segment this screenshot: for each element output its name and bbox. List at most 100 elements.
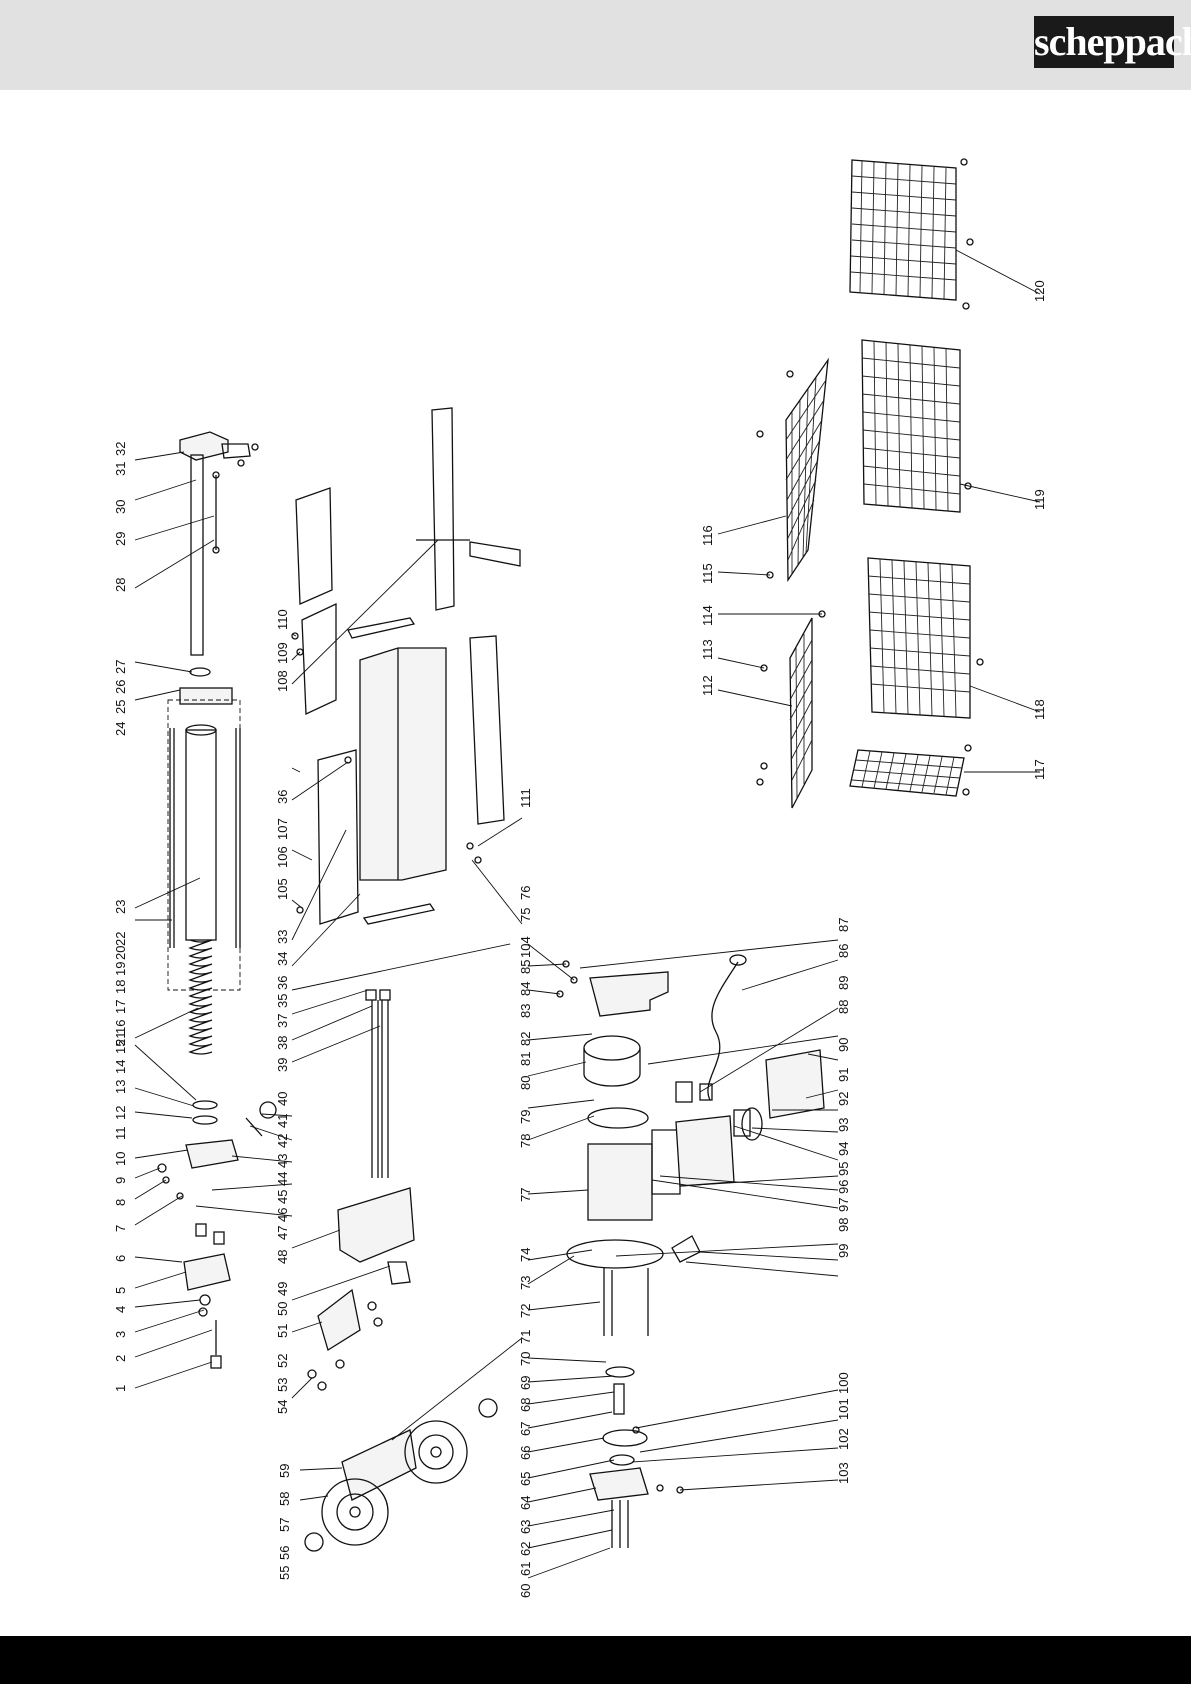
label-70: 70: [518, 1352, 533, 1366]
label-104: 104: [518, 936, 533, 958]
label-61: 61: [518, 1562, 533, 1576]
page-footer: [0, 1636, 1191, 1684]
label-54: 54: [275, 1400, 290, 1414]
guard-grids: [756, 158, 984, 809]
label-34: 34: [275, 952, 290, 966]
label-62: 62: [518, 1542, 533, 1556]
label-35: 35: [275, 994, 290, 1008]
label-36: 36: [275, 790, 290, 804]
label-115: 115: [700, 563, 715, 584]
label-32: 32: [113, 442, 128, 456]
label-78: 78: [518, 1134, 533, 1148]
leader-lines: [134, 249, 1041, 1579]
label-51: 51: [275, 1324, 290, 1338]
label-28: 28: [113, 578, 128, 592]
page-header: scheppach: [0, 0, 1191, 90]
label-107: 107: [275, 818, 290, 840]
label-63: 63: [518, 1520, 533, 1534]
wheel-assembly: [304, 1398, 498, 1552]
label-14: 14: [113, 1060, 128, 1074]
housing-panels: [291, 407, 521, 925]
label-53: 53: [275, 1378, 290, 1392]
label-99: 99: [836, 1244, 851, 1258]
label-66: 66: [518, 1446, 533, 1460]
label-97: 97: [836, 1198, 851, 1212]
label-105: 105: [275, 878, 290, 900]
label-17: 17: [113, 1000, 128, 1014]
label-29: 29: [113, 532, 128, 546]
label-87: 87: [836, 918, 851, 932]
label-26: 26: [113, 680, 128, 694]
label-69: 69: [518, 1376, 533, 1390]
column-assembly: [157, 431, 259, 1369]
label-91: 91: [836, 1068, 851, 1082]
label-46: 46: [275, 1208, 290, 1222]
label-93: 93: [836, 1118, 851, 1132]
label-84: 84: [518, 982, 533, 996]
label-88: 88: [836, 1000, 851, 1014]
label-82: 82: [518, 1032, 533, 1046]
label-3: 3: [113, 1331, 128, 1338]
label-92: 92: [836, 1092, 851, 1106]
label-2: 2: [113, 1355, 128, 1362]
label-58: 58: [277, 1492, 292, 1506]
label-100: 100: [836, 1372, 851, 1394]
label-12: 12: [113, 1106, 128, 1120]
label-90: 90: [836, 1038, 851, 1052]
label-13: 13: [113, 1080, 128, 1094]
label-56: 56: [277, 1546, 292, 1560]
label-64: 64: [518, 1496, 533, 1510]
label-9: 9: [113, 1177, 128, 1184]
push-plate-assembly: [245, 989, 415, 1391]
label-73: 73: [518, 1276, 533, 1290]
label-119: 119: [1032, 489, 1047, 510]
label-106: 106: [275, 846, 290, 868]
label-30: 30: [113, 500, 128, 514]
label-89: 89: [836, 976, 851, 990]
label-52: 52: [275, 1354, 290, 1368]
label-18: 18: [113, 980, 128, 994]
label-24: 24: [113, 722, 128, 736]
label-71: 71: [518, 1330, 533, 1344]
label-118: 118: [1032, 699, 1047, 720]
label-38: 38: [275, 1036, 290, 1050]
label-68: 68: [518, 1398, 533, 1412]
label-7: 7: [113, 1225, 128, 1232]
label-109: 109: [275, 642, 290, 664]
label-96: 96: [836, 1180, 851, 1194]
label-67: 67: [518, 1422, 533, 1436]
label-94: 94: [836, 1142, 851, 1156]
label-33: 33: [275, 930, 290, 944]
label-59: 59: [277, 1464, 292, 1478]
label-43: 43: [275, 1154, 290, 1168]
label-15: 15: [113, 1040, 128, 1054]
label-112: 112: [700, 675, 715, 696]
label-76: 76: [518, 886, 533, 900]
label-49: 49: [275, 1282, 290, 1296]
label-65: 65: [518, 1472, 533, 1486]
label-108: 108: [275, 670, 290, 692]
label-1: 1: [113, 1385, 128, 1392]
label-81: 81: [518, 1052, 533, 1066]
label-11: 11: [113, 1127, 128, 1141]
label-37: 37: [275, 1014, 290, 1028]
label-25: 25: [113, 700, 128, 714]
label-39: 39: [275, 1058, 290, 1072]
label-42: 42: [275, 1134, 290, 1148]
label-74: 74: [518, 1248, 533, 1262]
label-85: 85: [518, 960, 533, 974]
label-27: 27: [113, 660, 128, 674]
label-31: 31: [113, 462, 128, 476]
label-95: 95: [836, 1162, 851, 1176]
label-114: 114: [700, 605, 715, 626]
label-77: 77: [518, 1188, 533, 1202]
label-83: 83: [518, 1004, 533, 1018]
label-45: 45: [275, 1190, 290, 1204]
label-111: 111: [518, 788, 533, 808]
label-60: 60: [518, 1584, 533, 1598]
exploded-parts-diagram: 1 2 3 4 5 6 7 8 9 10 11 12 13 14 15 16 1…: [0, 90, 1191, 1636]
label-117: 117: [1032, 759, 1047, 780]
label-98: 98: [836, 1218, 851, 1232]
part-labels: 1 2 3 4 5 6 7 8 9 10 11 12 13 14 15 16 1…: [113, 280, 1047, 1598]
label-47: 47: [275, 1226, 290, 1240]
